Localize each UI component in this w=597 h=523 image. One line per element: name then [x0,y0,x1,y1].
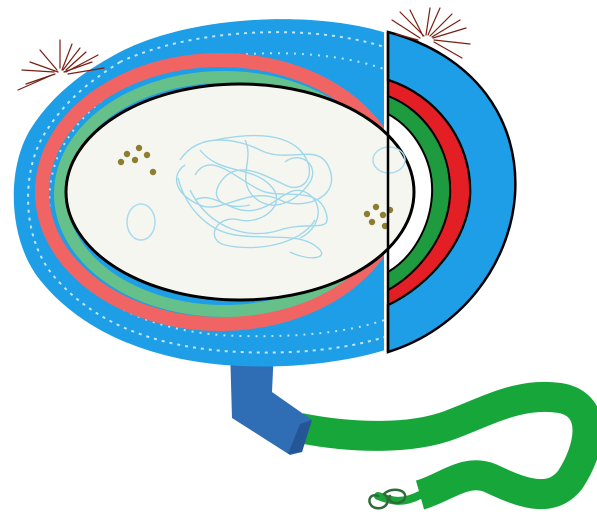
granule [118,159,124,165]
granule-cluster-icon [124,151,130,157]
granule [373,204,379,210]
flagellum-tail [378,495,420,501]
granule [380,212,386,218]
granule-cluster-icon [364,211,370,217]
granule [150,169,156,175]
granule [132,157,138,163]
granule [136,145,142,151]
cytoplasm [66,84,414,300]
granule [369,219,375,225]
flagellum [300,397,588,495]
granule [144,152,150,158]
